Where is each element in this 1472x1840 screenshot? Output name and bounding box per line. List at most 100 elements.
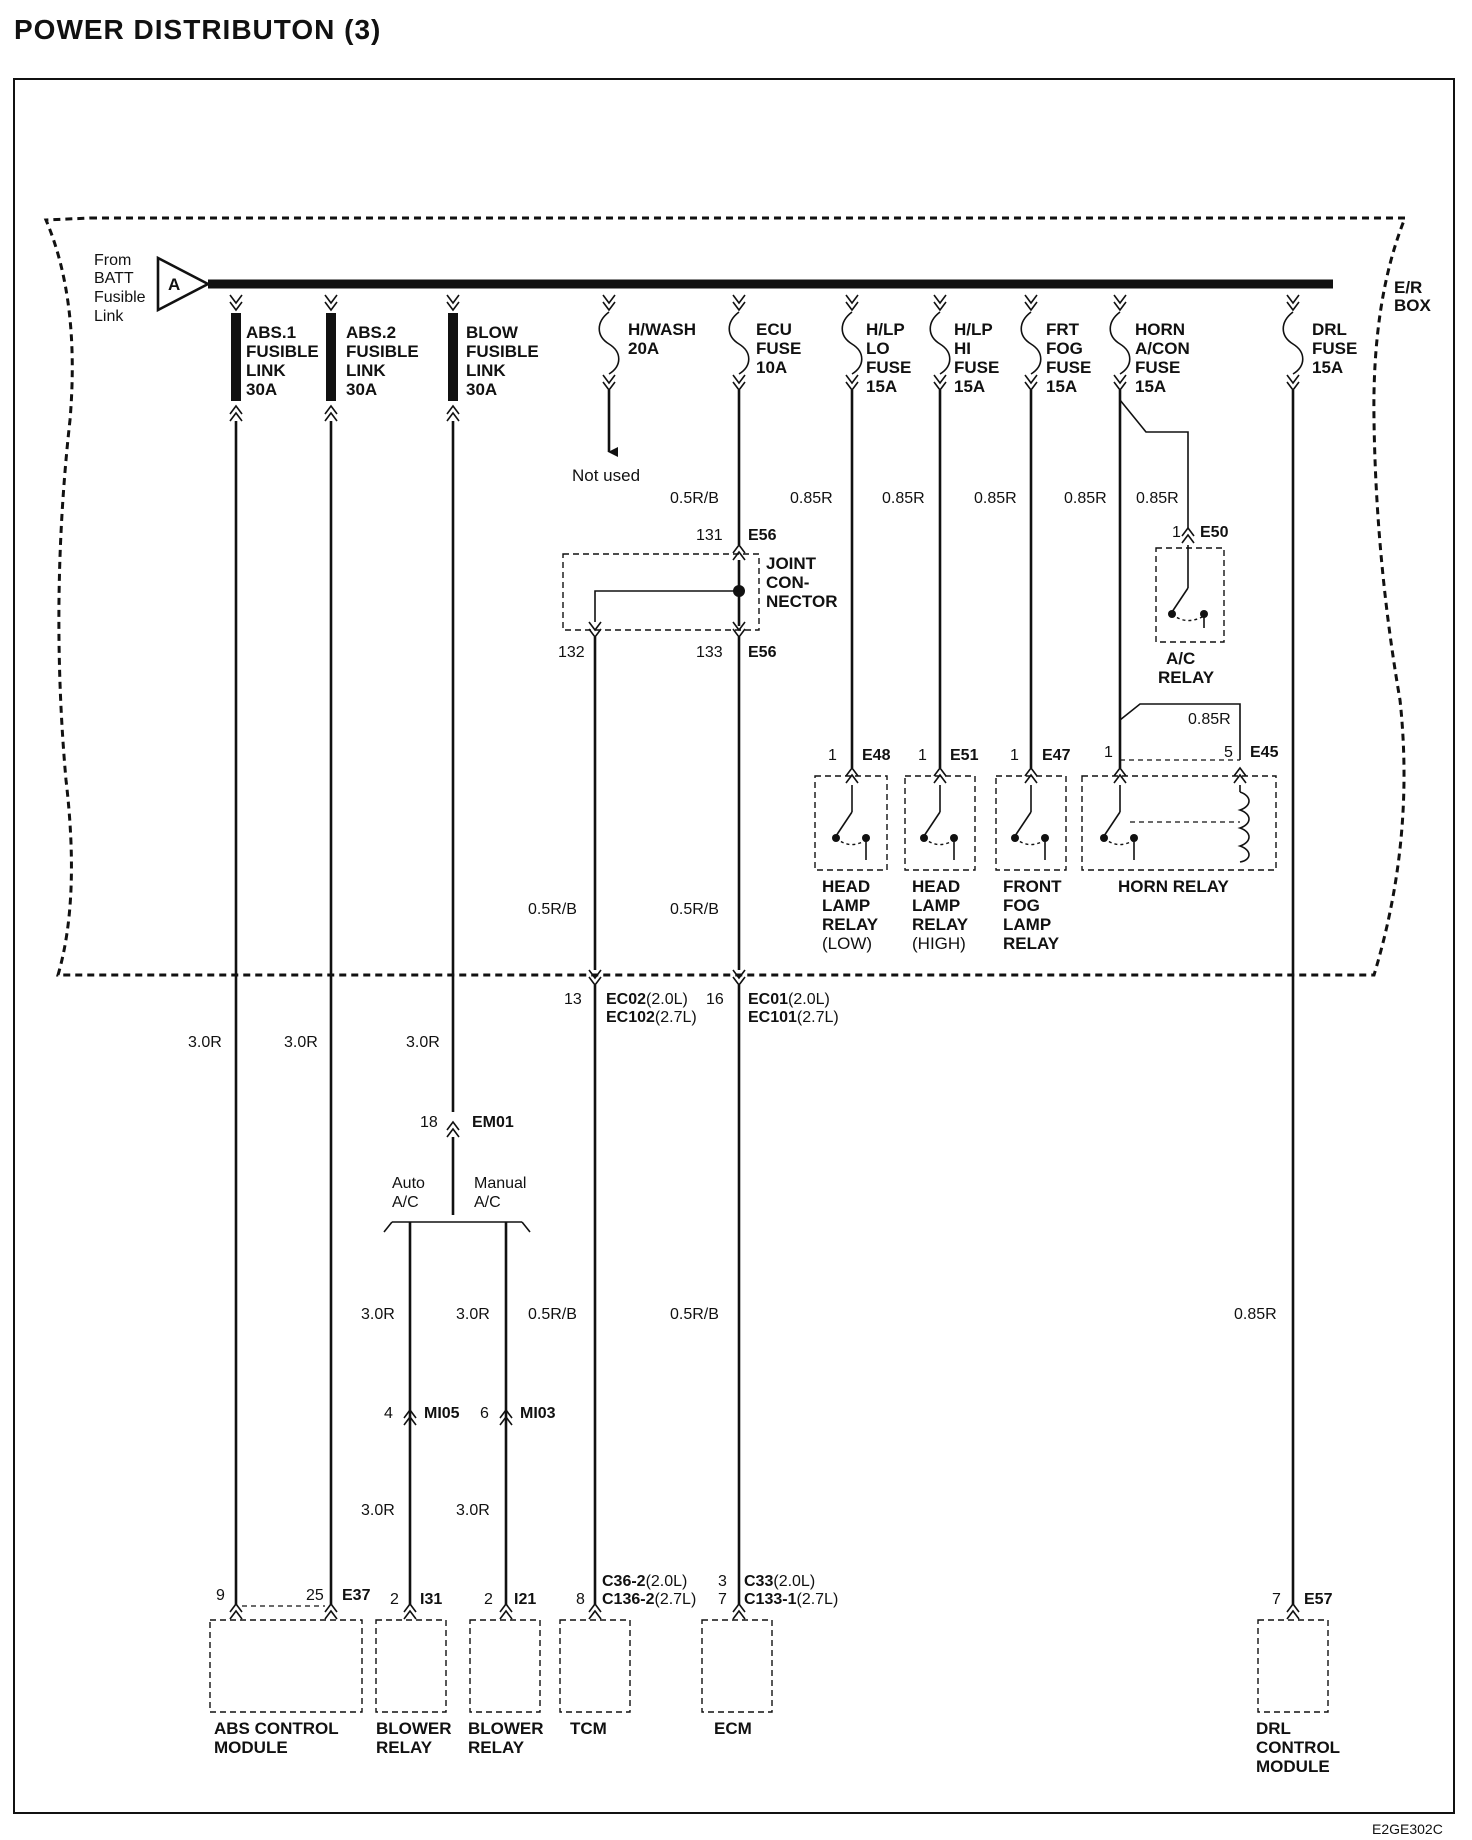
er-box-boundary [43,216,1408,977]
connector-id: E51 [950,747,979,764]
relay-label: HORN RELAY [1118,877,1229,896]
blower-relay-manual: 2 I21 BLOWER RELAY [468,1591,544,1757]
page-title: POWER DISTRIBUTON (3) [14,14,382,45]
relay-label: RELAY [822,915,879,934]
connector-id: C133-1(2.7L) [744,1591,838,1608]
horn-relay: 0.85R 1 5 E45 HORN RELAY [1081,703,1279,896]
pin-number: 3 [718,1573,727,1590]
joint-connector-box [562,553,760,631]
component-label: ECM [714,1719,752,1738]
fuse-label: FUSE [1135,358,1180,377]
pin-number: 4 [384,1405,393,1422]
fuse-drl: DRL FUSE 15A [1282,294,1357,392]
connector-id: MI03 [520,1405,556,1422]
relay-label: (LOW) [822,934,872,953]
connector-id: E37 [342,1587,371,1604]
diagram-frame [13,78,1455,1814]
wire-gauge-label: 3.0R [361,1306,395,1323]
wire-gauge-label: 3.0R [188,1034,222,1051]
fuse-horn-acon: HORN A/CON FUSE 15A [1109,294,1190,396]
wire-gauge-label: 0.85R [882,490,925,507]
drl-control-module: 7 E57 DRL CONTROL MODULE [1256,1591,1340,1776]
wire-gauge-label: 0.85R [1136,490,1179,507]
fusible-link-label: FUSIBLE [346,342,419,361]
fusible-link-label: 30A [466,380,497,399]
connector-id: E57 [1304,1591,1333,1608]
source-triangle [156,255,211,313]
fusible-link-label: FUSIBLE [466,342,539,361]
branch-label: A/C [392,1194,419,1211]
connector-id: EC01(2.0L) [748,991,830,1008]
connector-id: I31 [420,1591,442,1608]
figure-code: E2GE302C [1372,1821,1443,1837]
wire-gauge-label: 3.0R [456,1502,490,1519]
wire-gauge-label: 3.0R [284,1034,318,1051]
fuse-ecu: ECU FUSE 10A [728,294,801,392]
fuse-label: A/CON [1135,339,1190,358]
joint-connector-label: NECTOR [766,592,837,611]
component-label: BLOWER [376,1719,452,1738]
fuse-label: HORN [1135,320,1185,339]
relay-label: LAMP [1003,915,1051,934]
relay-label: FRONT [1003,877,1062,896]
connector-id: E47 [1042,747,1071,764]
fuse-label: FUSE [954,358,999,377]
connector-id: I21 [514,1591,536,1608]
pin-number: 16 [706,991,724,1008]
wire-gauge-label: 0.85R [1188,711,1231,728]
ecm: 3 7 C33(2.0L) C133-1(2.7L) ECM [701,1573,838,1738]
fusible-link-label: FUSIBLE [246,342,319,361]
component-label: RELAY [376,1738,433,1757]
ecu-circuit: 0.5R/B 131 E56 JOINT CON- NECTOR 132 133… [528,390,839,1605]
branch-label: A/C [474,1194,501,1211]
component-label: DRL [1256,1719,1291,1738]
fusible-link-blow: BLOW FUSIBLE LINK 30A [446,294,539,422]
connector-id: E48 [862,747,891,764]
wire-gauge-label: 3.0R [456,1306,490,1323]
connector-id: EC02(2.0L) [606,991,688,1008]
fuse-label: 10A [756,358,787,377]
connector-id: EC101(2.7L) [748,1009,839,1026]
wire-gauge-label: 3.0R [361,1502,395,1519]
fuse-hlp-lo: H/LP LO FUSE 15A [841,294,911,396]
fuse-label: FOG [1046,339,1083,358]
fuse-label: FUSE [866,358,911,377]
relay-label: RELAY [912,915,969,934]
relay-label: RELAY [1003,934,1060,953]
pin-number: 2 [390,1591,399,1608]
relay-label: (HIGH) [912,934,966,953]
fuse-label: FUSE [756,339,801,358]
pin-number: 1 [1172,524,1181,541]
fuse-label: H/LP [866,320,905,339]
head-lamp-relay-high: 1 E51 HEAD LAMP RELAY (HIGH) [904,747,979,953]
pin-number: 7 [718,1591,727,1608]
wire-gauge-label: 3.0R [406,1034,440,1051]
fuse-label: DRL [1312,320,1347,339]
er-label-line: E/R [1394,278,1422,297]
source-label-line: Fusible [94,289,146,306]
pin-number: 132 [558,644,585,661]
wire-gauge-label: 0.85R [1234,1306,1277,1323]
fusible-link-label: LINK [466,361,506,380]
pin-number: 9 [216,1587,225,1604]
relay-label: HEAD [822,877,870,896]
fuse-label: H/WASH [628,320,696,339]
pin-number: 1 [918,747,927,764]
wire-gauge-label: 0.5R/B [670,901,719,918]
fuse-label: H/LP [954,320,993,339]
component-label: CONTROL [1256,1738,1340,1757]
connector-id: E56 [748,644,777,661]
pin-number: 131 [696,527,723,544]
fuse-label: 15A [866,377,897,396]
not-used-label: Not used [572,466,640,485]
fuse-label: 15A [1135,377,1166,396]
fuse-label: 15A [1046,377,1077,396]
relay-label: LAMP [822,896,870,915]
source-label-line: BATT [94,270,134,287]
joint-connector-label: JOINT [766,554,817,573]
fuse-label: ECU [756,320,792,339]
blower-relay-auto: 2 I31 BLOWER RELAY [375,1591,452,1757]
wire-gauge-label: 0.5R/B [670,490,719,507]
wire-gauge-label: 0.5R/B [670,1306,719,1323]
component-label: ABS CONTROL [214,1719,339,1738]
